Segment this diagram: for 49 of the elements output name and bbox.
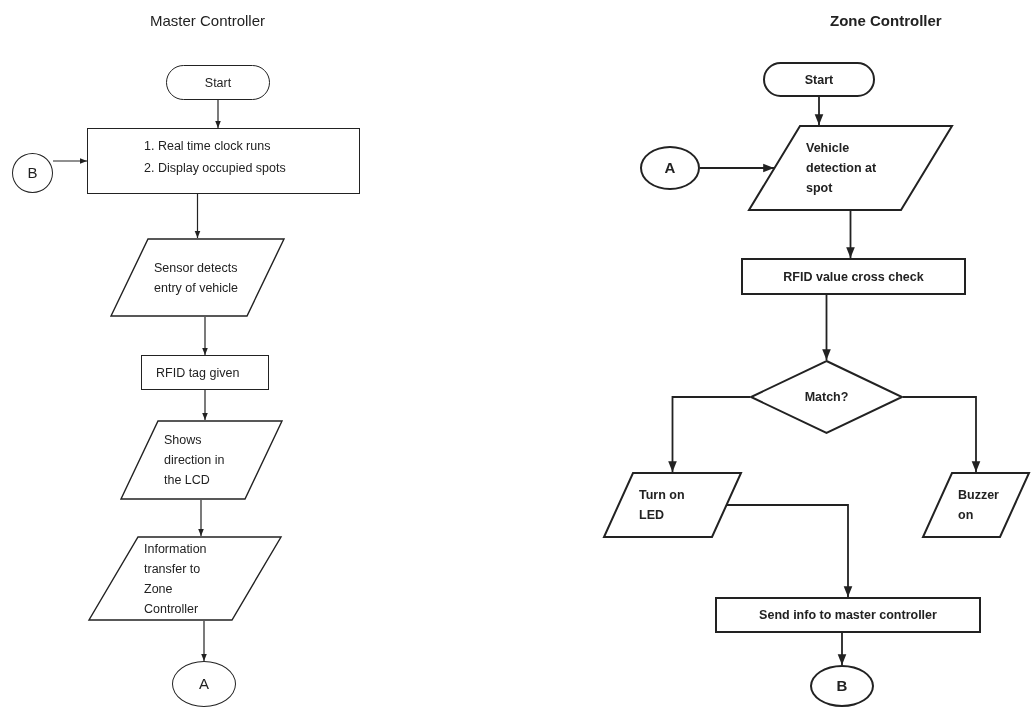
connector-circle <box>810 665 874 707</box>
node-text: Vehicle detection at spot <box>806 140 878 197</box>
io-parallelogram <box>110 238 285 317</box>
process-box <box>141 355 269 390</box>
arrow <box>668 396 751 473</box>
terminal-pill <box>763 62 875 97</box>
io-parallelogram <box>748 125 953 211</box>
arrow <box>194 193 201 239</box>
chart-heading: Master Controller <box>150 12 266 29</box>
process-box <box>87 128 360 194</box>
arrow <box>52 158 88 164</box>
io-parallelogram <box>120 420 283 500</box>
arrow <box>822 294 831 361</box>
node-text: Start <box>804 71 834 89</box>
chart-heading: Zone Controller <box>830 12 942 29</box>
arrow <box>202 389 208 421</box>
process-box <box>741 258 966 295</box>
node-text: Start <box>204 74 232 92</box>
node-text: Send info to master controller <box>759 607 937 624</box>
arrow <box>201 620 207 662</box>
arrow <box>198 499 204 537</box>
arrow <box>846 210 855 259</box>
arrow <box>699 163 775 173</box>
node-text: Match? <box>804 389 849 406</box>
io-parallelogram <box>603 472 742 538</box>
node-text: RFID tag given <box>156 364 240 382</box>
arrow <box>814 96 824 126</box>
node-text: B <box>836 676 848 696</box>
node-text: Shows direction in the LCD <box>164 432 226 489</box>
node-text: RFID value cross check <box>783 268 924 286</box>
node-text: A <box>199 674 209 694</box>
node-text: 2. Display occupied spots <box>144 160 286 177</box>
decision-diamond <box>750 360 903 434</box>
arrow <box>837 632 847 666</box>
arrow <box>215 99 221 129</box>
io-parallelogram <box>922 472 1030 538</box>
process-box <box>715 597 981 633</box>
node-text: A <box>664 158 676 178</box>
node-text: 1. Real time clock runs <box>144 138 271 155</box>
node-text: Sensor detects entry of vehicle <box>154 259 240 297</box>
arrow <box>902 396 981 473</box>
arrow <box>726 504 853 598</box>
node-text: Information transfer to Zone Controller <box>144 540 208 618</box>
io-parallelogram <box>88 536 282 621</box>
node-text: B <box>27 163 38 183</box>
node-text: Buzzer on <box>958 487 999 524</box>
connector-circle <box>640 146 700 190</box>
node-text: Turn on LED <box>639 487 686 524</box>
arrow <box>202 316 208 356</box>
